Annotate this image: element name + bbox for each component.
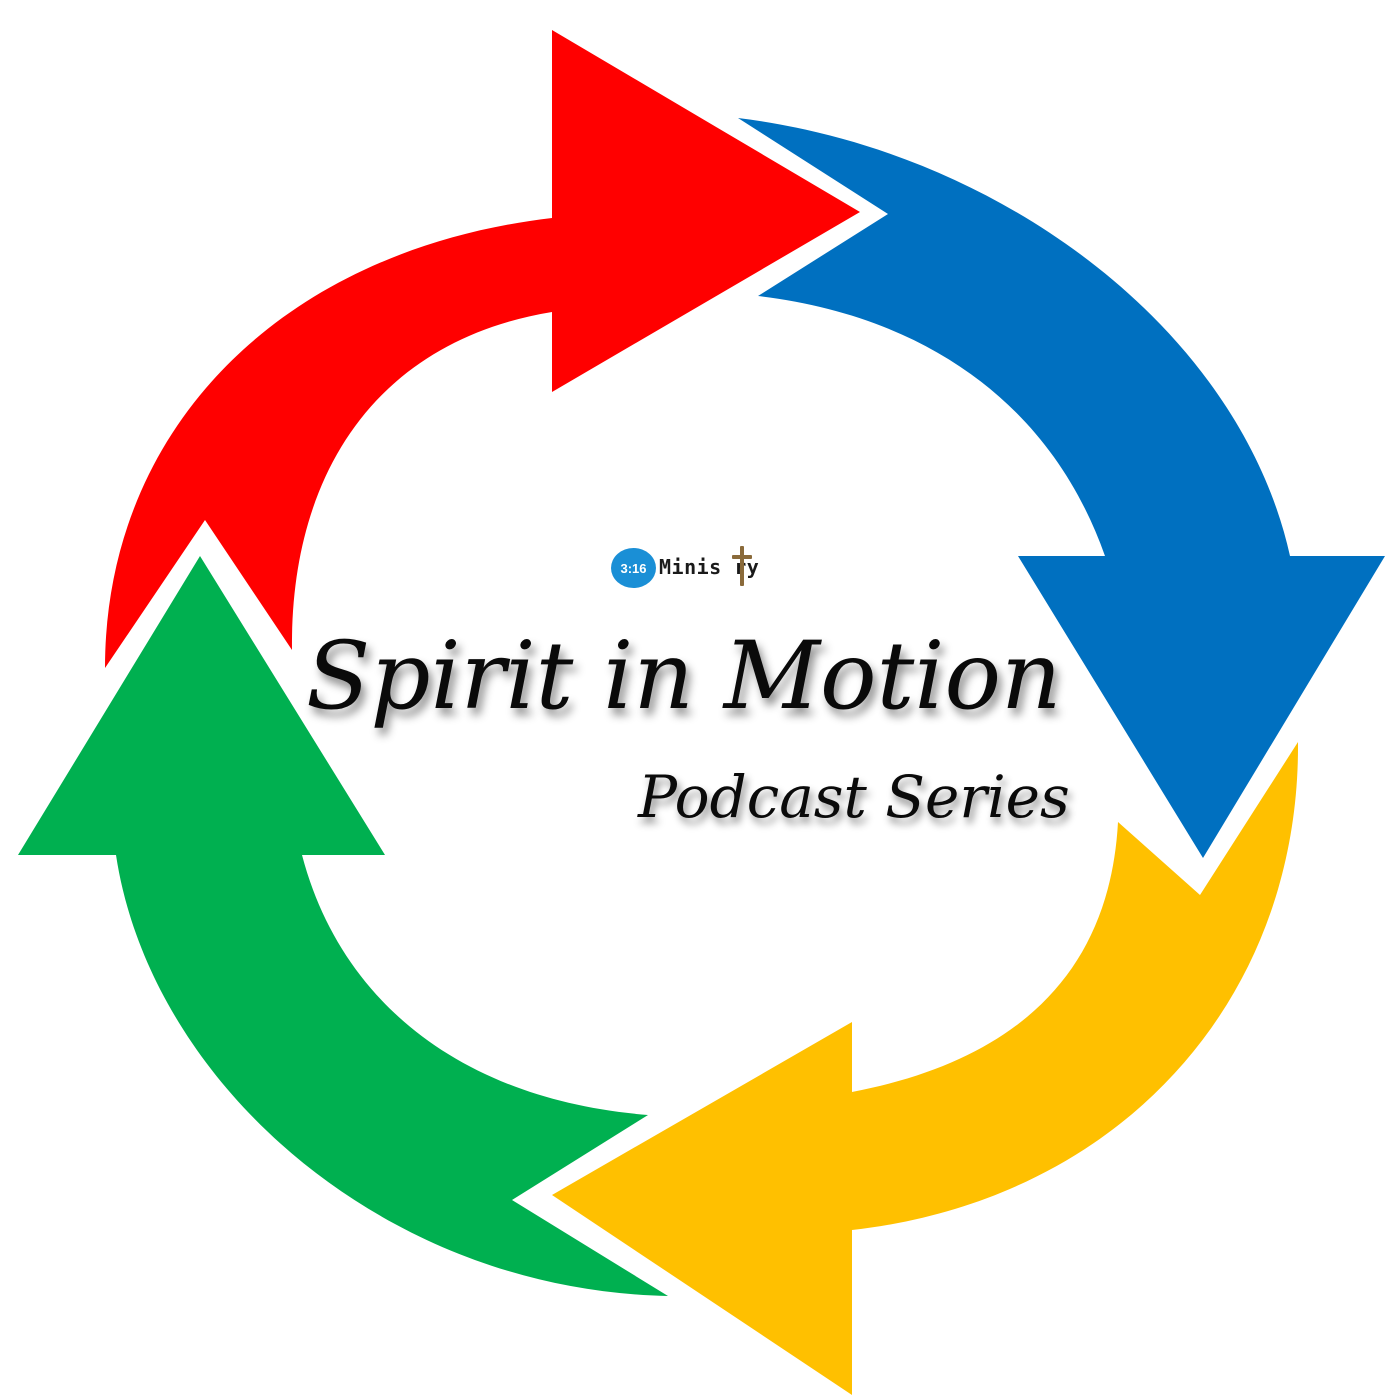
green-arrow: [18, 556, 668, 1296]
podcast-title: Spirit in Motion: [306, 622, 1062, 731]
podcast-subtitle: Podcast Series: [638, 763, 1070, 831]
cross-icon: [732, 546, 752, 586]
red-arrow: [105, 30, 860, 668]
blue-arrow: [738, 118, 1385, 858]
ministry-logo-badge: 3:16: [611, 548, 656, 588]
yellow-arrow: [552, 742, 1299, 1395]
